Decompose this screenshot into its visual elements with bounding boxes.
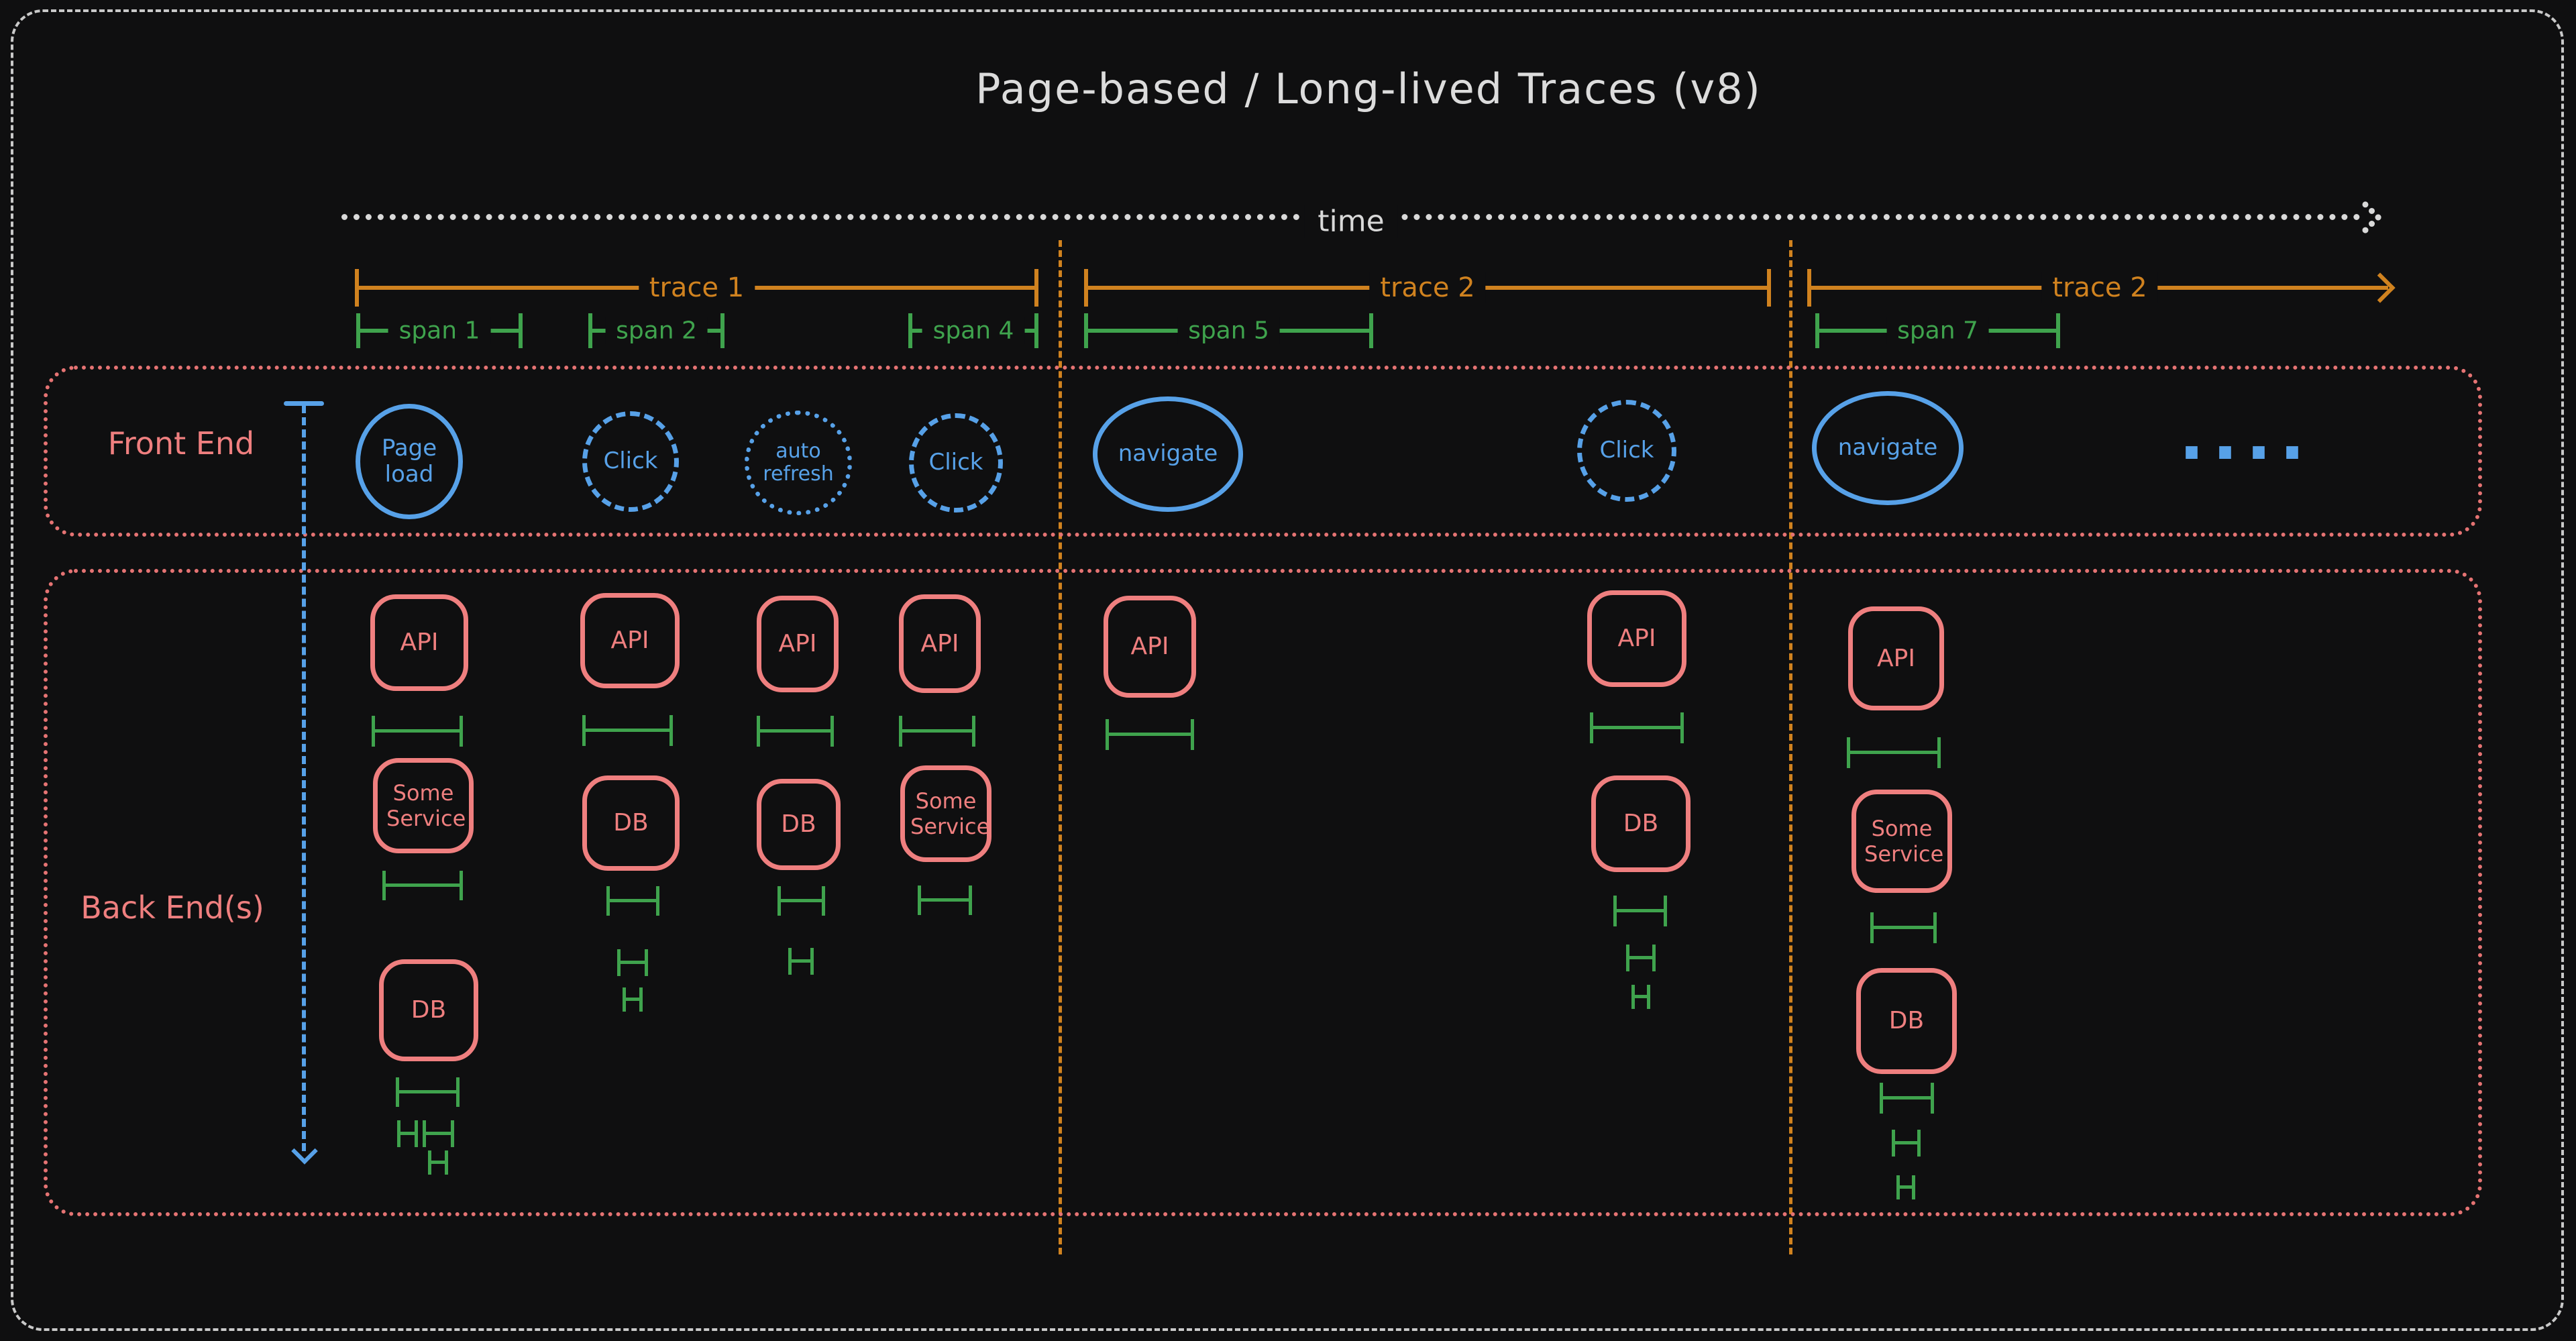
backend-lane [44,569,2482,1216]
frontend-lane-label: Front End [107,425,255,462]
diagram-title: Page-based / Long-lived Traces (v8) [975,64,1762,113]
span-measure-1: span 1 [356,313,523,348]
span-label: span 4 [922,317,1025,345]
service-label: API [610,627,649,655]
trace-measure-2: trace 2 [1084,269,1771,307]
sub-span-bracket [757,716,834,747]
span-measure-7: span 7 [1815,313,2060,348]
service-box-db: DB [1591,775,1690,872]
sub-span-bracket [397,1120,418,1147]
event-label: navigate [1118,440,1218,468]
backend-lane-label: Back End(s) [80,890,264,926]
span-measure-5: span 5 [1084,313,1373,348]
service-box-db: DB [757,779,841,870]
sub-span-bracket [1896,1175,1915,1199]
sub-span-bracket [428,1150,448,1175]
service-box-api: API [370,594,468,691]
span-label: span 7 [1886,317,1989,345]
service-label: Some Service [386,780,466,831]
service-label: DB [1888,1007,1925,1035]
event-circle-navigate-1: navigate [1093,396,1243,512]
span-measure-2: span 2 [588,313,724,348]
event-label: Click [928,449,983,476]
sub-span-bracket [1613,896,1667,926]
service-label: DB [781,810,816,839]
span-measure-4: span 4 [908,313,1038,348]
service-box-api: API [899,594,981,693]
service-box-api: API [1104,596,1196,698]
sub-span-bracket [423,1120,454,1147]
sub-span-bracket [1631,985,1650,1009]
service-label: DB [1623,810,1659,838]
service-label: API [1130,633,1169,661]
trace-label: trace 2 [2041,272,2158,303]
ellipsis-dots: .... [2179,396,2313,475]
service-box-api: API [1587,590,1686,687]
event-label: Click [603,447,658,475]
service-label: API [1877,644,1915,672]
service-label: Some Service [910,788,990,839]
sub-span-bracket [1870,912,1937,943]
trace-label: trace 1 [638,272,755,303]
service-label: API [400,629,439,657]
sub-span-bracket [623,987,643,1012]
service-box-db: DB [1856,968,1957,1074]
sub-span-bracket [372,716,463,747]
sub-span-bracket [777,886,825,916]
trace-divider-1 [1059,240,1062,1254]
service-box-some-service: Some Service [373,758,474,853]
sub-span-bracket [396,1077,460,1107]
trace-divider-2 [1789,240,1792,1254]
trace-label: trace 2 [1369,272,1486,303]
time-cursor-cap [284,401,324,406]
service-box-db: DB [379,959,478,1061]
event-circle-click-2: Click [909,413,1003,513]
sub-span-bracket [1892,1130,1921,1157]
event-label: Click [1599,437,1654,464]
event-label: Page load [381,434,437,488]
service-label: DB [613,809,649,837]
span-label: span 1 [388,317,491,345]
sub-span-bracket [1626,945,1656,971]
service-box-some-service: Some Service [1851,790,1952,893]
event-label: auto refresh [763,439,834,486]
outer-dashed-border [11,9,2564,1331]
sub-span-bracket [617,949,648,976]
sub-span-bracket [582,715,673,746]
event-circle-click-3: Click [1577,400,1676,502]
sub-span-bracket [788,948,814,975]
time-axis-label: time [1304,204,1398,239]
time-axis: time [341,204,2361,239]
service-label: API [1617,625,1656,653]
span-label: span 2 [605,317,708,345]
event-circle-auto-refresh: auto refresh [745,411,852,515]
service-label: Some Service [1864,815,1944,867]
trace-measure-3: trace 2 [1807,269,2388,307]
service-box-api: API [1848,606,1944,710]
sub-span-bracket [1106,719,1194,750]
frontend-lane [44,366,2482,537]
event-circle-navigate-2: navigate [1812,391,1964,505]
span-label: span 5 [1177,317,1280,345]
sub-span-bracket [382,871,463,900]
service-box-db: DB [582,775,680,871]
event-label: navigate [1837,434,1938,462]
service-label: API [778,630,817,658]
sub-span-bracket [899,716,975,747]
time-cursor-line [302,405,306,1151]
trace-measure-1: trace 1 [355,269,1038,307]
service-label: DB [411,996,447,1024]
event-circle-click-1: Click [582,411,679,512]
event-circle-page-load: Page load [356,404,463,519]
sub-span-bracket [1847,737,1941,768]
sub-span-bracket [606,886,659,916]
service-label: API [920,629,959,657]
sub-span-bracket [1590,712,1684,743]
service-box-some-service: Some Service [900,765,991,862]
service-box-api: API [757,596,839,692]
sub-span-bracket [1880,1083,1934,1114]
service-box-api: API [580,593,680,688]
sub-span-bracket [918,886,972,915]
